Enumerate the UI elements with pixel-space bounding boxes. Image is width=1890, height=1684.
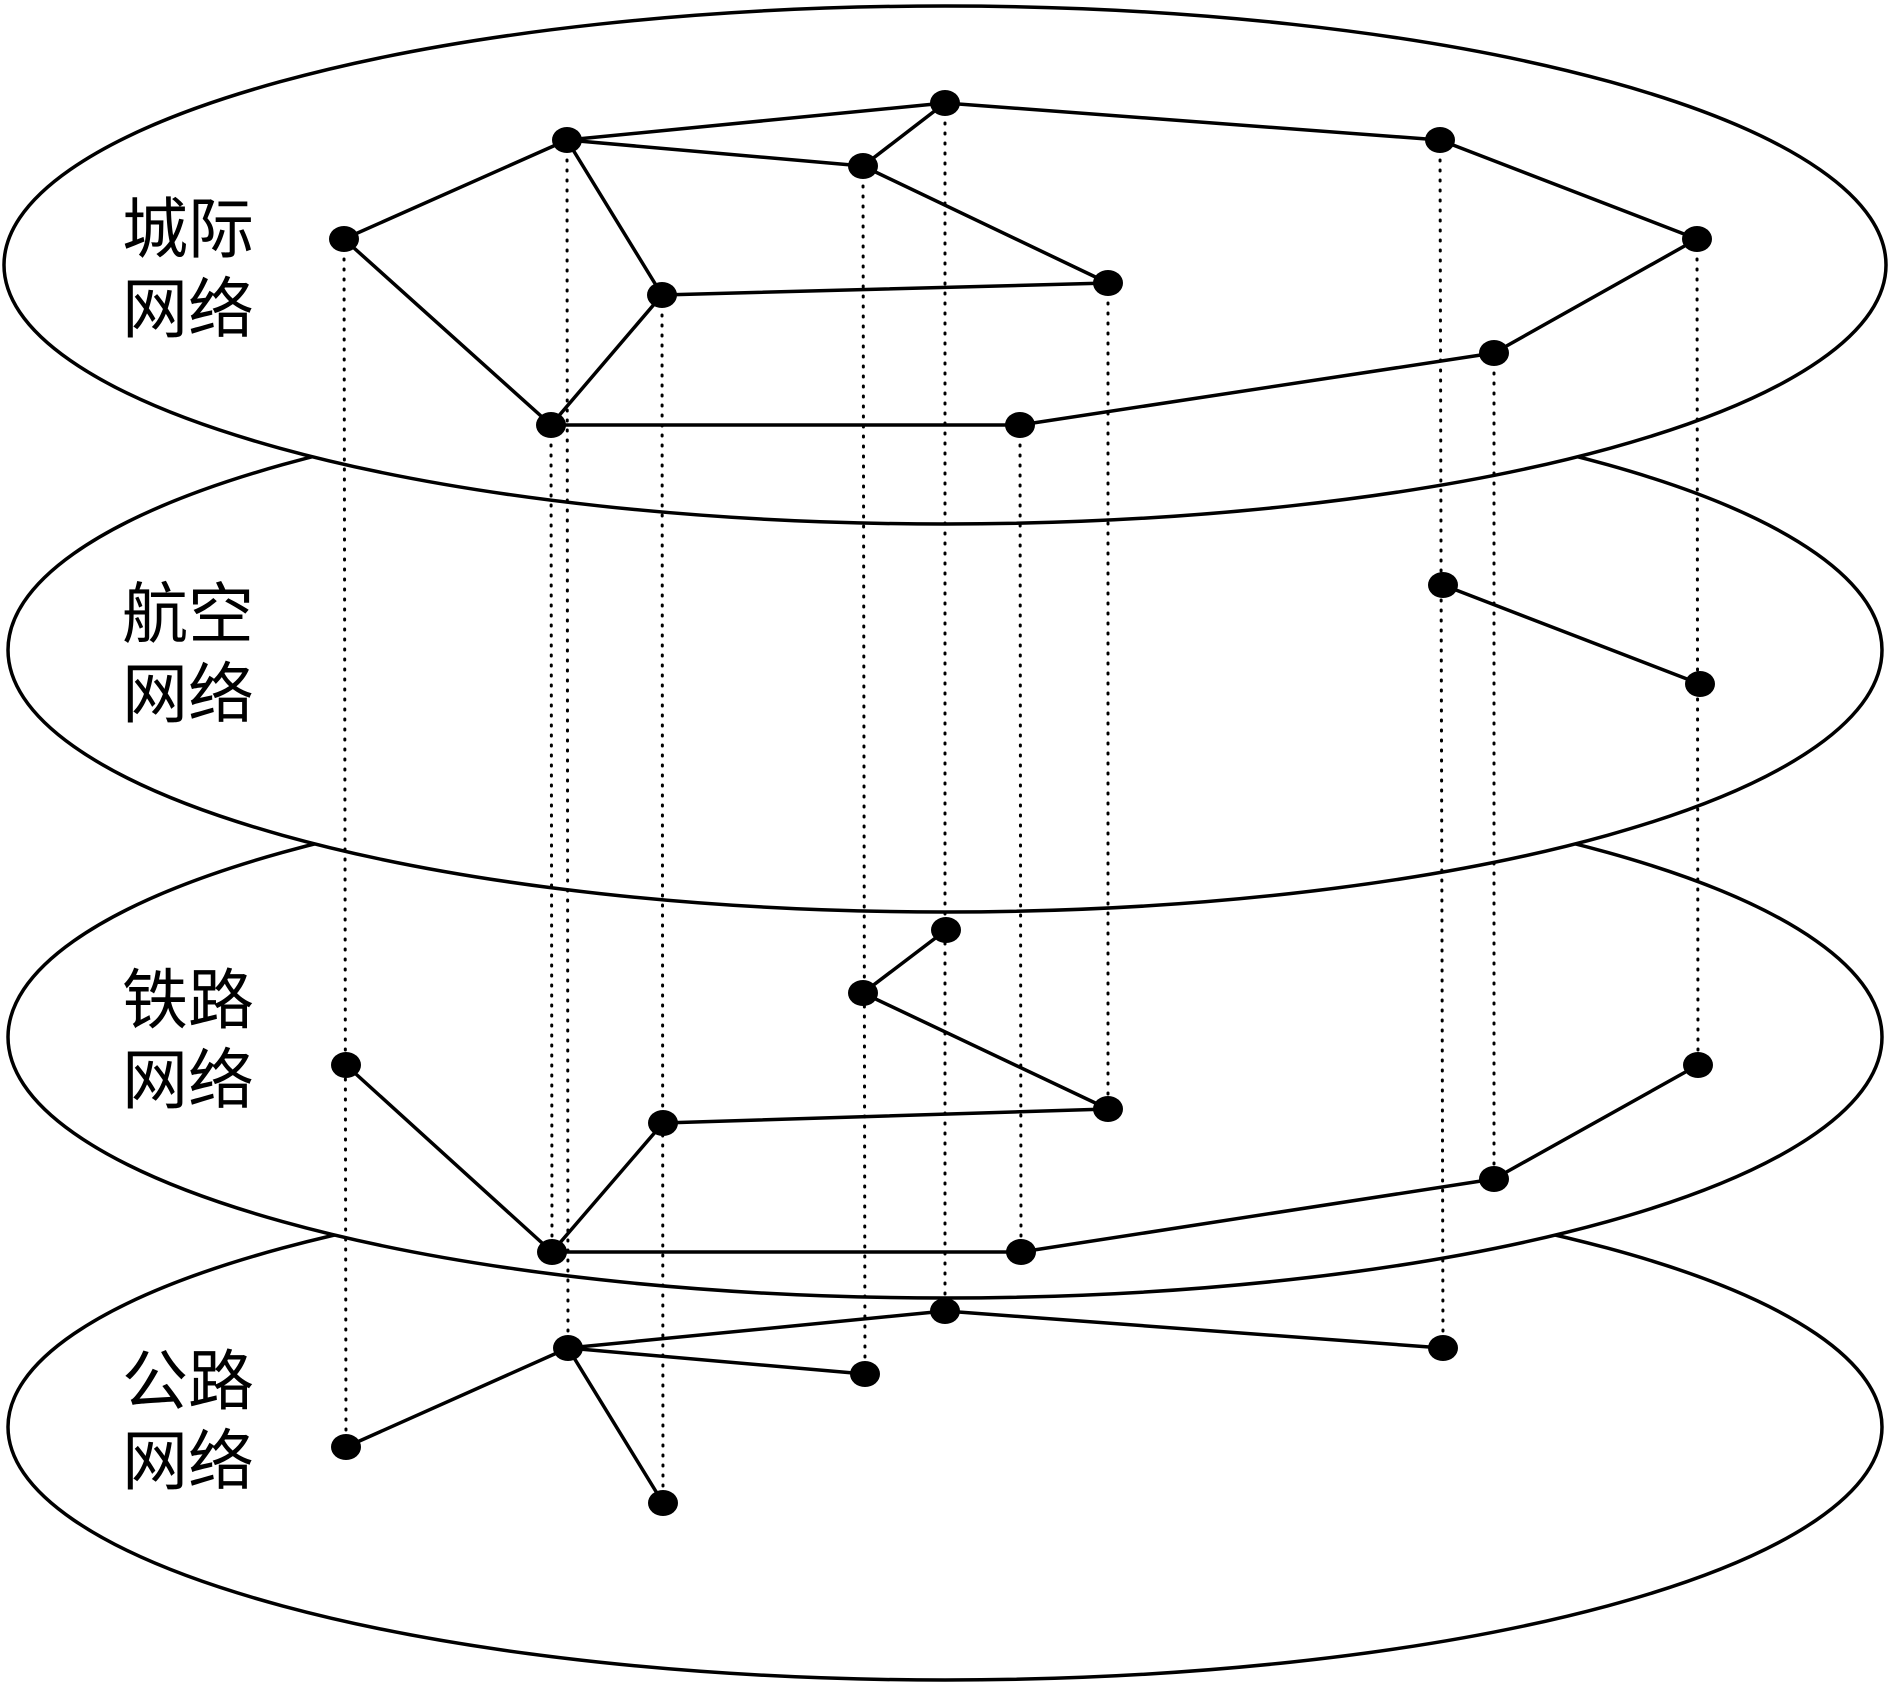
intercity-edge	[1018, 351, 1496, 427]
interlayer-link	[861, 164, 867, 1376]
road-layer-label: 公路 网络	[122, 1343, 275, 1500]
air-node	[1685, 671, 1715, 697]
air-edges	[1441, 583, 1702, 686]
rail-edge	[661, 1107, 1110, 1125]
road-edge	[566, 1346, 867, 1376]
rail-edge	[1019, 1177, 1496, 1254]
intercity-layer-label: 城际 网络	[122, 191, 275, 348]
rail-node	[1683, 1052, 1713, 1078]
layer-air: 航空 网络	[6, 386, 1884, 914]
air-nodes	[1428, 572, 1715, 697]
rail-edge	[1492, 1063, 1700, 1181]
road-node	[331, 1434, 361, 1460]
intercity-edge	[342, 138, 569, 241]
rail-edge	[861, 928, 948, 995]
interlayer-link	[1018, 423, 1023, 1254]
rail-edge	[550, 1121, 665, 1254]
rail-label-line-1: 铁路	[122, 962, 254, 1039]
rail-edges	[344, 928, 1700, 1254]
rail-edge	[344, 1063, 554, 1254]
road-node	[850, 1361, 880, 1387]
air-label-line-2: 网络	[122, 656, 254, 733]
intercity-edge	[861, 101, 947, 168]
road-label-line-2: 网络	[122, 1423, 254, 1500]
intercity-edge	[1492, 237, 1699, 355]
intercity-edge	[943, 101, 1442, 142]
road-edge	[943, 1309, 1445, 1350]
road-node	[1428, 1335, 1458, 1361]
road-edge	[344, 1346, 570, 1449]
intercity-edge	[565, 138, 865, 168]
rail-label-line-2: 网络	[122, 1042, 254, 1119]
layer-rail: 铁路 网络	[6, 774, 1884, 1300]
intercity-label-line-2: 网络	[122, 271, 254, 348]
rail-edge	[861, 991, 1110, 1111]
rail-node	[537, 1239, 567, 1265]
intercity-nodes	[329, 90, 1712, 438]
intercity-edge	[565, 101, 947, 142]
road-edge	[566, 1309, 947, 1350]
road-edge	[566, 1346, 665, 1505]
rail-node	[1479, 1166, 1509, 1192]
interlayer-link	[565, 138, 570, 1350]
rail-node	[1006, 1239, 1036, 1265]
interlayer-link	[342, 237, 348, 1449]
interlayer-link	[660, 293, 665, 1505]
road-edges	[344, 1309, 1445, 1505]
rail-layer-label: 铁路 网络	[122, 962, 275, 1119]
air-edge	[1441, 583, 1702, 686]
intercity-edge	[565, 138, 664, 297]
intercity-edge	[549, 293, 664, 427]
air-node	[1428, 572, 1458, 598]
intercity-label-line-1: 城际	[122, 191, 254, 268]
interlayer-links	[342, 101, 1700, 1505]
rail-node	[931, 917, 961, 943]
intercity-edge	[861, 164, 1110, 285]
interlayer-link	[1438, 138, 1445, 1350]
rail-node	[331, 1052, 361, 1078]
road-node	[930, 1298, 960, 1324]
rail-node	[848, 980, 878, 1006]
road-node	[648, 1490, 678, 1516]
air-layer-label: 航空 网络	[122, 576, 275, 733]
road-label-line-1: 公路	[122, 1343, 254, 1420]
air-label-line-1: 航空	[122, 576, 254, 653]
intercity-edge	[1438, 138, 1699, 241]
intercity-edge	[660, 281, 1110, 297]
rail-node	[648, 1110, 678, 1136]
interlayer-link	[549, 423, 554, 1254]
layer-road: 公路 网络	[6, 1172, 1884, 1682]
rail-node	[1093, 1096, 1123, 1122]
rail-nodes	[331, 917, 1713, 1265]
road-nodes	[331, 1298, 1458, 1516]
intercity-edges	[342, 101, 1699, 427]
intercity-edge	[342, 237, 553, 427]
road-node	[553, 1335, 583, 1361]
